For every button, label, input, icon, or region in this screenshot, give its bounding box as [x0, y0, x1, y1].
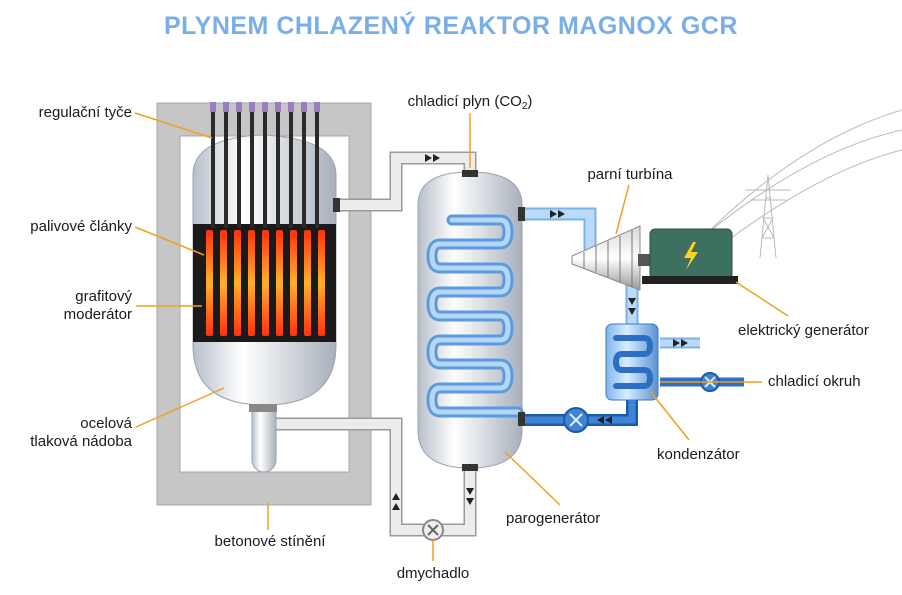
label-coolant-gas-suffix: ): [527, 93, 533, 110]
leader-lines: [134, 112, 789, 561]
concrete-shield: [156, 102, 372, 506]
label-graphite-moderator: grafitový moderátor: [20, 288, 132, 324]
lightning-icon: [684, 242, 698, 270]
label-fuel-cells: palivové články: [30, 218, 132, 235]
label-electric-generator: elektrický generátor: [738, 322, 869, 339]
label-cooling-circuit: chladicí okruh: [768, 373, 861, 390]
label-steel-line2: tlaková nádoba: [30, 433, 132, 450]
label-condenser: kondenzátor: [657, 446, 740, 463]
label-coolant-gas: chladicí plyn (CO2): [380, 93, 560, 116]
fuel-cells: [206, 230, 325, 336]
label-steel-line1: ocelová: [80, 415, 132, 432]
power-pylon-icon: [699, 109, 902, 259]
page-title: PLYNEM CHLAZENÝ REAKTOR MAGNOX GCR: [164, 12, 738, 40]
condenser: [605, 323, 744, 401]
control-rods: [210, 102, 320, 228]
graphite-moderator: [193, 224, 336, 342]
label-concrete-shield: betonové stínění: [214, 533, 326, 550]
label-steel-vessel: ocelová tlaková nádoba: [10, 415, 132, 451]
water-pipes: [525, 400, 638, 426]
label-blower: dmychadlo: [396, 565, 470, 582]
label-coolant-gas-sub: 2: [521, 101, 528, 112]
label-control-rods: regulační tyče: [38, 104, 132, 121]
steam-generator: [333, 170, 525, 471]
label-steam-generator: parogenerátor: [506, 510, 601, 527]
steam-pipes: [525, 207, 639, 324]
steam-turbine: [571, 225, 652, 291]
label-graphite-line1: grafitový: [75, 288, 132, 305]
label-steam-turbine: parní turbína: [587, 166, 673, 183]
label-graphite-line2: moderátor: [63, 306, 132, 323]
electric-generator: [642, 228, 738, 284]
fan-icon: [422, 519, 444, 541]
label-coolant-gas-prefix: chladicí plyn (CO: [407, 93, 522, 110]
